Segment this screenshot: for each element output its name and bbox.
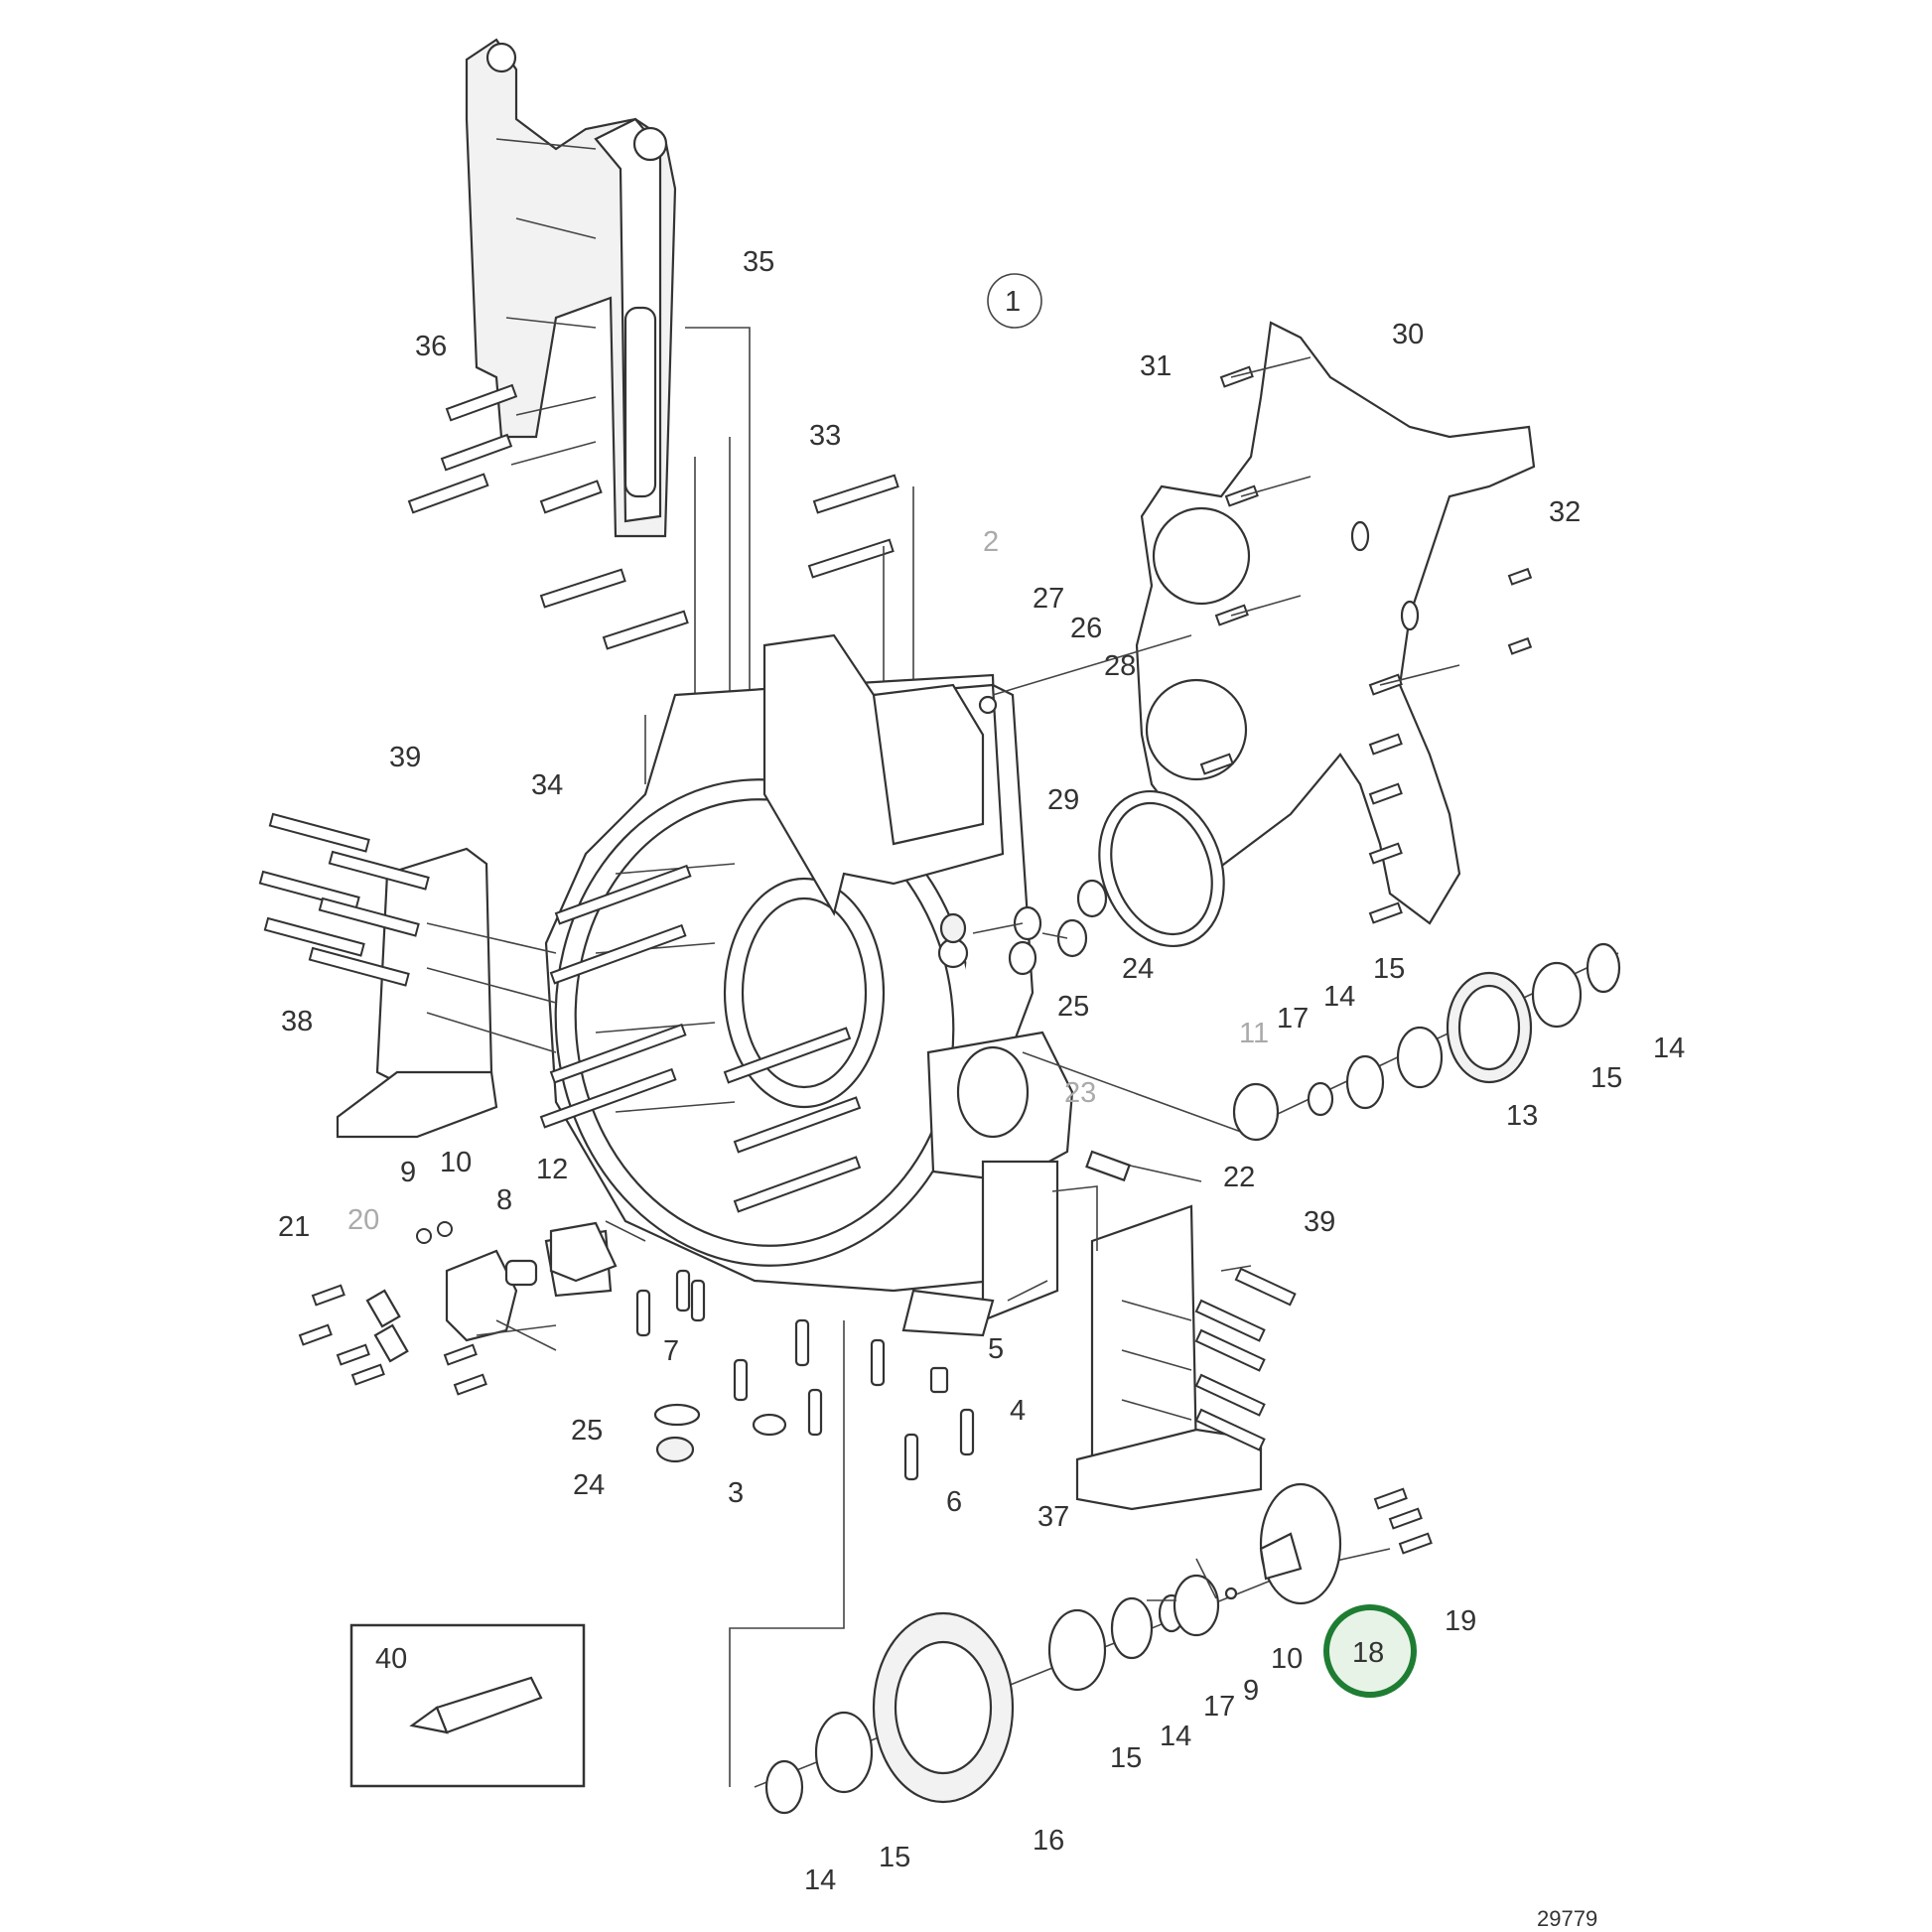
sealant-box xyxy=(349,1623,586,1788)
callout-39-lower: 39 xyxy=(1304,1206,1335,1238)
callout-14-b: 14 xyxy=(1653,1033,1685,1064)
housing-long-bolts xyxy=(539,864,862,1213)
callout-23: 23 xyxy=(1064,1077,1096,1109)
mount-block-2 xyxy=(762,633,1005,969)
callout-40: 40 xyxy=(375,1643,407,1675)
callout-11: 11 xyxy=(1239,1018,1269,1049)
callout-16: 16 xyxy=(1033,1825,1064,1857)
callout-15-a: 15 xyxy=(1373,953,1405,985)
callout-15-d: 15 xyxy=(879,1842,910,1873)
callout-8: 8 xyxy=(496,1184,512,1216)
callout-24-lower: 24 xyxy=(573,1469,605,1501)
lower-pump-block xyxy=(901,1031,1074,1337)
callout-9-lower: 9 xyxy=(1243,1675,1259,1707)
callout-14-d: 14 xyxy=(804,1864,836,1896)
callout-10-upper: 10 xyxy=(440,1147,472,1178)
callout-35: 35 xyxy=(743,246,774,278)
callout-28: 28 xyxy=(1104,650,1136,682)
dowel-pins xyxy=(635,1269,975,1481)
callout-14-c: 14 xyxy=(1160,1721,1191,1752)
callout-10-lower: 10 xyxy=(1271,1643,1303,1675)
cover-plate-bolts xyxy=(992,356,1533,924)
callout-33: 33 xyxy=(809,420,841,452)
callout-26: 26 xyxy=(1070,613,1102,644)
callout-14-a: 14 xyxy=(1323,981,1355,1013)
cover-plate-12 xyxy=(549,1221,618,1283)
callout-32: 32 xyxy=(1549,496,1581,528)
timing-cover-plate xyxy=(1135,321,1536,925)
callout-6: 6 xyxy=(946,1486,962,1518)
callout-21: 21 xyxy=(278,1211,310,1243)
callout-13: 13 xyxy=(1506,1100,1538,1132)
callout-36: 36 xyxy=(415,331,447,362)
view-marker-circle xyxy=(987,273,1042,329)
leader-lines xyxy=(1007,1265,1252,1601)
callout-17-lower: 17 xyxy=(1203,1691,1235,1723)
callout-18: 18 xyxy=(1352,1637,1384,1669)
drawing-number: 29779 xyxy=(1537,1906,1597,1931)
callout-20: 20 xyxy=(347,1204,379,1236)
callout-19: 19 xyxy=(1445,1605,1476,1637)
callout-22: 22 xyxy=(1223,1162,1255,1193)
callout-15-b: 15 xyxy=(1590,1062,1622,1094)
callout-25-upper: 25 xyxy=(1057,991,1089,1023)
highlight-ring-18 xyxy=(1323,1604,1417,1698)
callout-labels: 35 36 1 30 31 33 32 2 27 26 28 39 34 29 … xyxy=(278,246,1685,1931)
bracket-bolts xyxy=(407,383,603,514)
callout-30: 30 xyxy=(1392,319,1424,350)
left-mount-bracket xyxy=(258,812,557,1139)
callout-31: 31 xyxy=(1140,350,1172,382)
lower-gear-train xyxy=(729,1320,1433,1815)
callout-5: 5 xyxy=(988,1333,1004,1365)
callout-3: 3 xyxy=(728,1477,744,1509)
callout-2: 2 xyxy=(983,526,999,558)
oil-pump-assembly xyxy=(298,1220,646,1396)
callout-17-upper: 17 xyxy=(1277,1003,1309,1035)
callout-7: 7 xyxy=(663,1335,679,1367)
callout-4: 4 xyxy=(1010,1395,1026,1427)
upper-gear-train xyxy=(1022,942,1621,1142)
callout-38: 38 xyxy=(281,1006,313,1037)
crankshaft-seal xyxy=(1098,789,1225,948)
callout-27: 27 xyxy=(1033,583,1064,615)
callout-25-lower: 25 xyxy=(571,1415,603,1447)
right-mount-bracket xyxy=(1051,1150,1297,1511)
callout-37: 37 xyxy=(1037,1501,1069,1533)
callout-29: 29 xyxy=(1047,784,1079,816)
callout-12: 12 xyxy=(536,1154,568,1185)
bottom-seal-parts xyxy=(653,1403,787,1463)
long-bolts-33 xyxy=(539,327,914,794)
callout-1: 1 xyxy=(1005,286,1021,318)
engine-mount-bracket xyxy=(465,38,677,538)
callout-34: 34 xyxy=(531,769,563,801)
callout-39-top: 39 xyxy=(389,742,421,773)
callout-9-upper: 9 xyxy=(400,1157,416,1188)
callout-24-upper: 24 xyxy=(1122,953,1154,985)
flywheel-housing xyxy=(544,673,1035,1293)
o-rings-upper xyxy=(939,879,1108,976)
callout-15-c: 15 xyxy=(1110,1742,1142,1774)
